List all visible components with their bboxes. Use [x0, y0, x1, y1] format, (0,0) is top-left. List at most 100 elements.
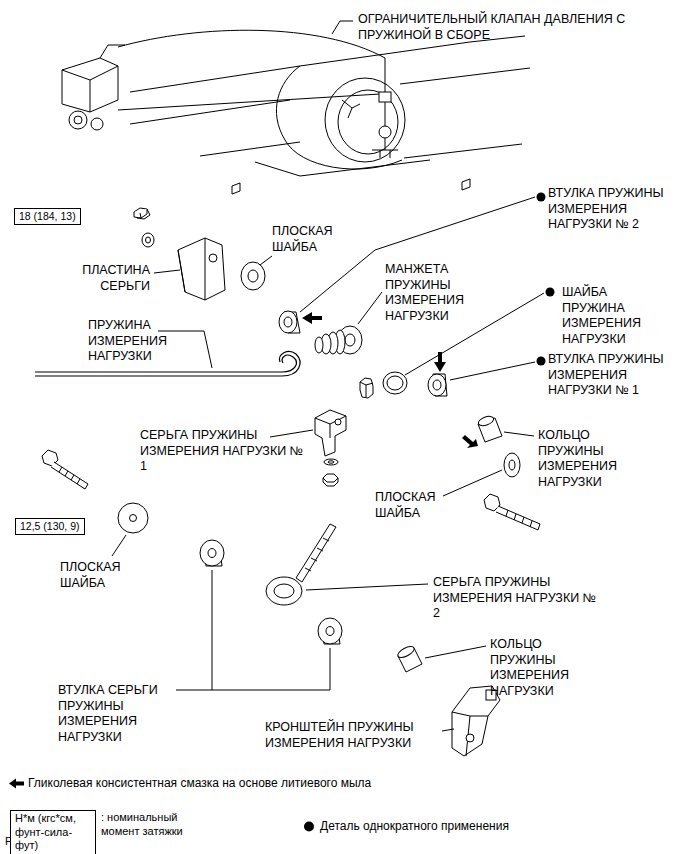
bushing: [428, 374, 447, 396]
bushing: [279, 311, 300, 333]
washer: [328, 461, 334, 463]
bolt: [484, 494, 540, 530]
bushing: [428, 374, 446, 396]
bracket-line: [176, 570, 330, 690]
part-label: КРОНШТЕЙН ПРУЖИНЫ ИЗМЕРЕНИЯ НАГРУЗКИ: [265, 720, 440, 751]
leader-line: [443, 470, 502, 496]
torque-box: 18 (184, 13): [14, 208, 81, 225]
washer: [324, 459, 338, 465]
flat-washer: [130, 515, 137, 522]
single-use-mark-sample: [304, 822, 314, 832]
load-sensing-spring: [35, 352, 300, 376]
axle-housing: [130, 100, 290, 124]
bolt: [51, 462, 88, 489]
grease-arrow: [434, 352, 446, 372]
part-label: КОЛЬЦО ПРУЖИНЫ ИЗМЕРЕНИЯ НАГРУЗКИ: [538, 428, 648, 490]
spring-bracket: [466, 734, 474, 742]
lock-washer: [142, 233, 154, 247]
axle-housing: [342, 100, 360, 118]
proportioning-valve: [74, 116, 82, 124]
lock-washer: [146, 237, 151, 243]
shackle: [335, 419, 341, 425]
proportioning-valve: [118, 30, 385, 72]
leader-line: [504, 432, 534, 436]
flat-washer: [241, 262, 265, 290]
legend-sample: [300, 819, 318, 834]
leader-line: [270, 430, 313, 437]
legend-text: Деталь однократного применения: [320, 819, 509, 833]
spring-washer: [387, 376, 403, 390]
part-label: ПРУЖИНА ИЗМЕРЕНИЯ НАГРУЗКИ: [88, 318, 178, 365]
lock-washer: [142, 233, 154, 247]
shackle: [315, 416, 346, 438]
eye-bolt: [305, 538, 329, 571]
leader-line: [358, 292, 382, 324]
shackle-plate: [178, 238, 225, 300]
axle-housing: [338, 90, 398, 154]
torque-value: 12,5 (130, 9): [20, 520, 80, 533]
flat-washer: [241, 262, 265, 290]
grease-arrow: [462, 435, 478, 448]
bushing: [208, 549, 216, 558]
load-sensing-spring: [282, 355, 296, 372]
shackle-plate: [178, 238, 225, 300]
flat-washer: [118, 503, 148, 533]
part-label: ПЛАСТИНА СЕРЬГИ: [48, 263, 150, 294]
part-label: КОЛЬЦО ПРУЖИНЫ ИЗМЕРЕНИЯ НАГРУЗКИ: [490, 637, 600, 699]
eye-bolt: [274, 584, 294, 598]
leader-line: [112, 535, 126, 556]
single-use-mark: [537, 357, 546, 366]
proportioning-valve: [372, 150, 398, 158]
bolt: [42, 450, 88, 489]
part-label: ПЛОСКАЯ ШАЙБА: [60, 560, 140, 591]
leader-line: [425, 646, 486, 658]
leader-line: [306, 584, 428, 590]
axle-housing: [200, 142, 430, 176]
flat-washer: [509, 460, 515, 470]
eye-bolt: [266, 524, 336, 605]
washer: [324, 459, 338, 465]
collar: [396, 644, 422, 672]
bushing: [200, 540, 224, 566]
proportioning-valve: [62, 66, 118, 112]
spring-washer: [383, 372, 407, 394]
legend-text: : номинальный момент затяжки: [101, 811, 197, 838]
shackle: [315, 410, 346, 456]
proportioning-valve: [62, 58, 118, 112]
proportioning-valve: [62, 30, 398, 158]
bushing: [318, 618, 342, 644]
leader-line: [260, 256, 272, 265]
spring-boot: [345, 334, 355, 346]
part-label: ПЛОСКАЯ ШАЙБА: [272, 224, 352, 255]
grease-arrow-sample: [9, 779, 24, 789]
single-use-mark: [546, 288, 555, 297]
collar: [477, 415, 502, 442]
legend-item: Гликолевая консистентная смазка на основ…: [8, 776, 371, 791]
legend-sample: [8, 776, 26, 791]
part-label: ВТУЛКА ПРУЖИНЫ ИЗМЕРЕНИЯ НАГРУЗКИ № 2: [548, 186, 684, 233]
shackle: [315, 410, 346, 456]
nut: [360, 378, 373, 398]
collar: [396, 644, 416, 660]
single-use-mark: [537, 193, 546, 202]
shackle-plate: [209, 254, 217, 262]
flat-washer: [248, 270, 258, 282]
part-label: ВТУЛКА ПРУЖИНЫ ИЗМЕРЕНИЯ НАГРУЗКИ № 1: [548, 352, 684, 399]
bushing: [279, 311, 297, 333]
spring-bracket: [452, 712, 488, 756]
bolt: [59, 467, 80, 484]
shackle-plate: [178, 238, 205, 300]
flat-washer: [504, 453, 520, 477]
part-label: ВТУЛКА СЕРЬГИ ПРУЖИНЫ ИЗМЕРЕНИЯ НАГРУЗКИ: [58, 683, 176, 745]
bushing: [326, 627, 334, 636]
part-label: СЕРЬГА ПРУЖИНЫ ИЗМЕРЕНИЯ НАГРУЗКИ № 2: [433, 575, 598, 622]
leader-line: [332, 21, 353, 34]
eye-bolt: [266, 577, 302, 605]
flat-washer: [504, 453, 520, 477]
axle-housing: [130, 36, 525, 92]
torque-box: 12,5 (130, 9): [15, 518, 85, 535]
torque-value: 18 (184, 13): [19, 210, 76, 223]
torque-value: Н*м (кгс*см, фунт-сила-фут): [15, 812, 91, 853]
bolt: [496, 506, 540, 530]
proportioning-valve: [69, 111, 87, 129]
